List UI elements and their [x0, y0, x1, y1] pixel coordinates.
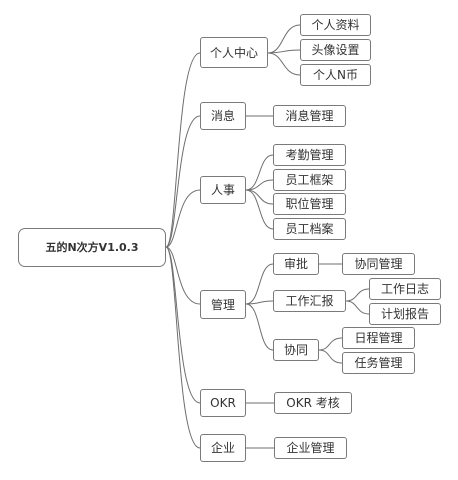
- branch-enterprise: 企业: [200, 434, 246, 462]
- sub-approval: 审批: [273, 253, 319, 275]
- leaf-personal-n-coin: 个人N币: [300, 64, 371, 86]
- link-root-hr: [165, 189, 201, 248]
- leaf-enterprise-management: 企业管理: [274, 437, 347, 459]
- leaf-attendance-management: 考勤管理: [273, 144, 346, 166]
- leaf-message-management: 消息管理: [273, 105, 346, 127]
- leaf-work-log: 工作日志: [369, 278, 441, 300]
- leaf-schedule-management: 日程管理: [342, 327, 415, 349]
- leaf-collaboration-management: 协同管理: [342, 253, 415, 275]
- link-root-enterprise: [165, 246, 201, 449]
- sub-collaboration: 协同: [273, 339, 319, 361]
- branch-okr: OKR: [200, 389, 246, 417]
- link-root-personal: [165, 52, 201, 248]
- leaf-personal-info: 个人资料: [300, 14, 371, 36]
- leaf-staff-framework: 员工框架: [273, 169, 346, 191]
- leaf-task-management: 任务管理: [342, 352, 415, 374]
- leaf-avatar-settings: 头像设置: [300, 39, 371, 61]
- link-root-message: [165, 115, 201, 248]
- sub-work-report: 工作汇报: [273, 290, 346, 312]
- branch-hr: 人事: [200, 176, 246, 204]
- branch-message: 消息: [200, 102, 246, 130]
- leaf-plan-report: 计划报告: [369, 303, 441, 325]
- leaf-staff-archive: 员工档案: [273, 218, 346, 240]
- branch-personal-center: 个人中心: [200, 37, 268, 68]
- leaf-position-management: 职位管理: [273, 193, 346, 215]
- link-root-okr: [165, 246, 201, 404]
- leaf-okr-assessment: OKR 考核: [274, 392, 352, 414]
- link-root-manage: [165, 246, 201, 305]
- branch-management: 管理: [200, 290, 246, 319]
- root-node: 五的N次方V1.0.3: [18, 228, 166, 267]
